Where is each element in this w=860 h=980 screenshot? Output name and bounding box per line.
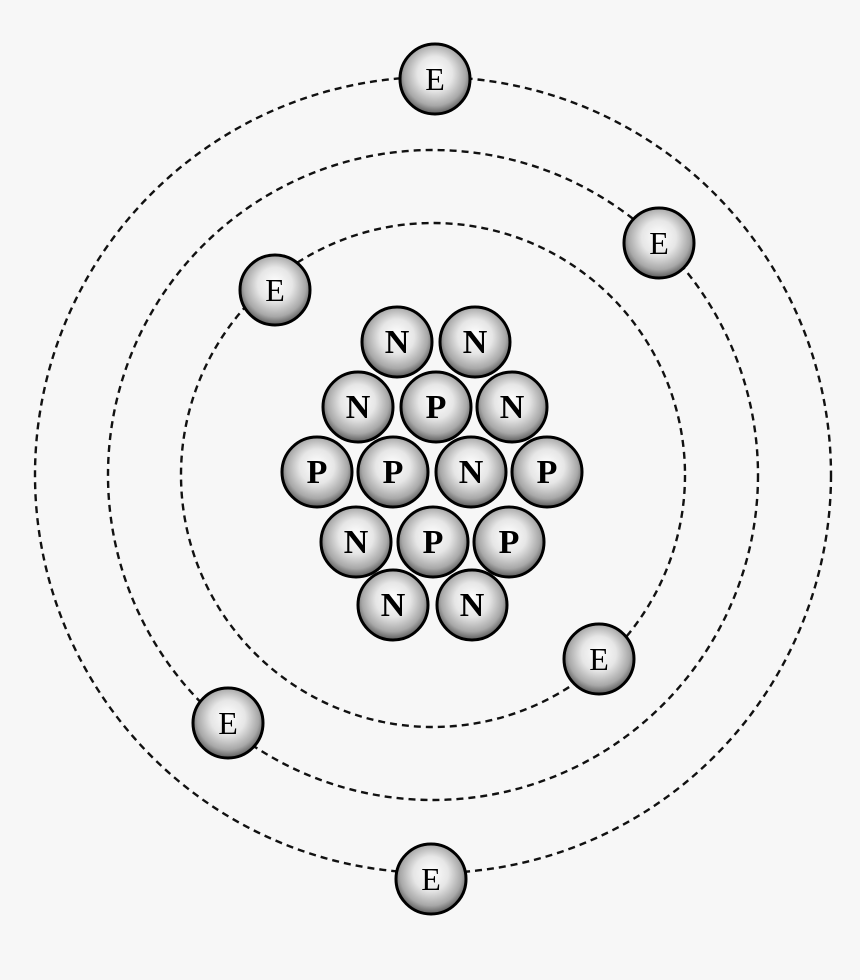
neutron-label: N xyxy=(460,587,485,624)
proton-8: P xyxy=(510,435,584,509)
electron-sphere xyxy=(622,206,696,280)
proton-sphere xyxy=(396,505,470,579)
proton-sphere xyxy=(356,435,430,509)
electron-sphere xyxy=(191,686,265,760)
proton-sphere xyxy=(510,435,584,509)
electron-label: E xyxy=(421,861,441,897)
neutron-13: N xyxy=(435,568,509,642)
electron-label: E xyxy=(425,61,445,97)
electron-label: E xyxy=(649,225,669,261)
neutron-label: N xyxy=(459,454,484,491)
proton-5: P xyxy=(280,435,354,509)
proton-11: P xyxy=(472,505,546,579)
proton-label: P xyxy=(383,454,404,491)
orbits xyxy=(33,75,833,875)
neutron-label: N xyxy=(500,389,525,426)
neutron-sphere xyxy=(321,370,395,444)
neutron-4: N xyxy=(475,370,549,444)
electron-2: E xyxy=(622,206,696,280)
neutron-1: N xyxy=(438,305,512,379)
neutron-2: N xyxy=(321,370,395,444)
electron-5: E xyxy=(394,842,468,916)
electron-label: E xyxy=(589,641,609,677)
neutron-sphere xyxy=(319,505,393,579)
electron-label: E xyxy=(218,705,238,741)
neutron-label: N xyxy=(381,587,406,624)
orbit-inner xyxy=(179,221,687,729)
electron-1: E xyxy=(562,622,636,696)
neutron-7: N xyxy=(434,435,508,509)
electron-sphere xyxy=(398,42,472,116)
neutron-sphere xyxy=(434,435,508,509)
proton-label: P xyxy=(307,454,328,491)
electron-0: E xyxy=(238,253,312,327)
orbit-outer xyxy=(33,75,833,875)
proton-6: P xyxy=(356,435,430,509)
electron-sphere xyxy=(394,842,468,916)
neutron-12: N xyxy=(356,568,430,642)
neutron-label: N xyxy=(385,324,410,361)
neutron-label: N xyxy=(463,324,488,361)
neutron-label: N xyxy=(346,389,371,426)
proton-label: P xyxy=(426,389,447,426)
neutron-0: N xyxy=(360,305,434,379)
proton-label: P xyxy=(537,454,558,491)
neutron-sphere xyxy=(356,568,430,642)
proton-10: P xyxy=(396,505,470,579)
neutron-label: N xyxy=(344,524,369,561)
proton-label: P xyxy=(499,524,520,561)
electron-sphere xyxy=(562,622,636,696)
electron-label: E xyxy=(265,272,285,308)
neutron-sphere xyxy=(475,370,549,444)
electron-3: E xyxy=(191,686,265,760)
neutron-sphere xyxy=(438,305,512,379)
proton-3: P xyxy=(399,370,473,444)
neutron-sphere xyxy=(435,568,509,642)
proton-label: P xyxy=(423,524,444,561)
electron-sphere xyxy=(238,253,312,327)
neutron-9: N xyxy=(319,505,393,579)
electron-4: E xyxy=(398,42,472,116)
proton-sphere xyxy=(280,435,354,509)
proton-sphere xyxy=(399,370,473,444)
electrons: E E E E E E xyxy=(191,42,696,916)
neutron-sphere xyxy=(360,305,434,379)
orbit-middle xyxy=(106,148,760,802)
proton-sphere xyxy=(472,505,546,579)
